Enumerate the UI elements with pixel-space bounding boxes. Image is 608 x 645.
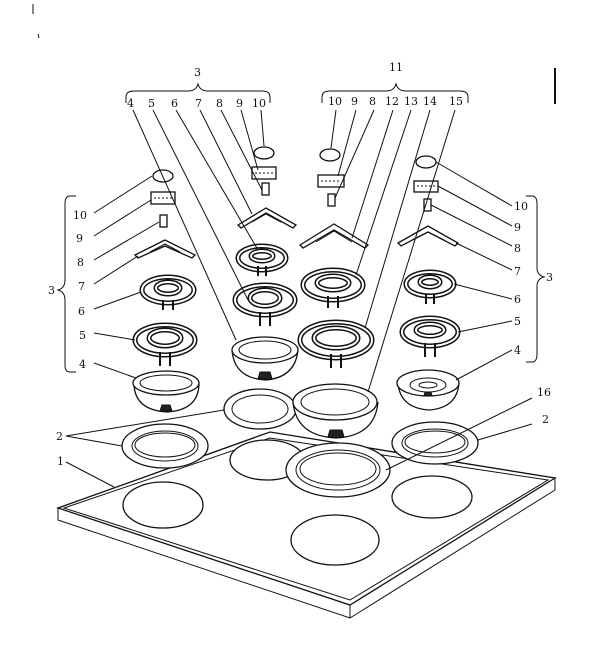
label-l-8: 8 xyxy=(77,256,84,269)
cap-11 xyxy=(319,148,341,162)
label-part-2-left: 2 xyxy=(56,430,63,443)
label-group-right: 3 xyxy=(546,271,553,284)
label-group-top-right: 11 xyxy=(389,61,403,74)
label-l-9: 9 xyxy=(76,232,83,245)
drip-bowl-right xyxy=(396,369,460,411)
label-tr-14: 14 xyxy=(423,95,437,108)
trim-ring-left xyxy=(121,423,209,469)
label-part-2-right: 2 xyxy=(542,413,549,426)
label-l-10: 10 xyxy=(73,209,87,222)
label-tr-13: 13 xyxy=(404,95,418,108)
label-r-10: 10 xyxy=(514,200,528,213)
label-tl-7: 7 xyxy=(195,97,202,110)
label-l-7: 7 xyxy=(78,280,85,293)
label-r-9: 9 xyxy=(514,221,521,234)
heating-element-12 xyxy=(300,267,366,308)
scan-marks xyxy=(32,4,556,104)
terminal-block-left xyxy=(150,191,176,205)
label-tl-9: 9 xyxy=(236,97,243,110)
drip-bowl-large xyxy=(292,383,379,439)
label-r-5: 5 xyxy=(514,315,521,328)
terminal-block-11 xyxy=(317,174,345,188)
heating-element-center-5 xyxy=(232,282,298,326)
support-bracket-right xyxy=(396,225,460,247)
support-bracket-center xyxy=(236,207,298,229)
support-bracket-left xyxy=(133,239,197,259)
heating-element-left-6 xyxy=(139,274,197,310)
receptacle-center xyxy=(261,182,270,196)
label-tl-4: 4 xyxy=(127,97,134,110)
label-tl-10: 10 xyxy=(252,97,266,110)
label-tl-6: 6 xyxy=(171,97,178,110)
brace-top-left xyxy=(125,82,271,103)
drip-bowl-center xyxy=(231,336,299,381)
heating-element-center-6 xyxy=(235,243,289,276)
heating-element-left-5 xyxy=(132,322,198,366)
cooktop-panel xyxy=(56,431,557,619)
label-tr-12: 12 xyxy=(385,95,399,108)
leader-lines xyxy=(65,109,533,488)
label-r-6: 6 xyxy=(514,293,521,306)
label-tl-8: 8 xyxy=(216,97,223,110)
trim-ring-right xyxy=(391,421,479,465)
label-part-16: 16 xyxy=(537,386,551,399)
label-r-8: 8 xyxy=(514,242,521,255)
trim-ring-large-16 xyxy=(285,442,391,498)
label-l-5: 5 xyxy=(79,329,86,342)
label-r-7: 7 xyxy=(514,265,521,278)
heating-element-right-5 xyxy=(399,315,461,357)
support-bracket-12 xyxy=(298,223,370,249)
brace-right xyxy=(526,195,546,363)
label-tr-15: 15 xyxy=(449,95,463,108)
label-tl-5: 5 xyxy=(148,97,155,110)
brace-left xyxy=(56,195,76,373)
label-r-4: 4 xyxy=(514,344,521,357)
heating-element-13 xyxy=(297,319,375,368)
label-l-6: 6 xyxy=(78,305,85,318)
receptacle-12 xyxy=(327,193,336,207)
label-tr-9: 9 xyxy=(351,95,358,108)
label-tr-8: 8 xyxy=(369,95,376,108)
trim-ring-center xyxy=(223,388,297,430)
heating-element-right-6 xyxy=(403,269,457,304)
label-group-top-left: 3 xyxy=(194,66,201,79)
cap-right xyxy=(415,155,437,169)
label-l-4: 4 xyxy=(79,358,86,371)
receptacle-left xyxy=(159,214,168,228)
labels: 3 11 4 5 6 7 8 9 10 10 9 8 12 13 14 15 3… xyxy=(48,61,553,468)
label-group-left: 3 xyxy=(48,284,55,297)
brace-top-right xyxy=(321,82,469,103)
label-tr-10: 10 xyxy=(328,95,342,108)
drip-bowl-left xyxy=(132,370,200,413)
label-part-1: 1 xyxy=(57,455,64,468)
terminal-block-right xyxy=(413,180,439,193)
cap-center xyxy=(253,146,275,160)
